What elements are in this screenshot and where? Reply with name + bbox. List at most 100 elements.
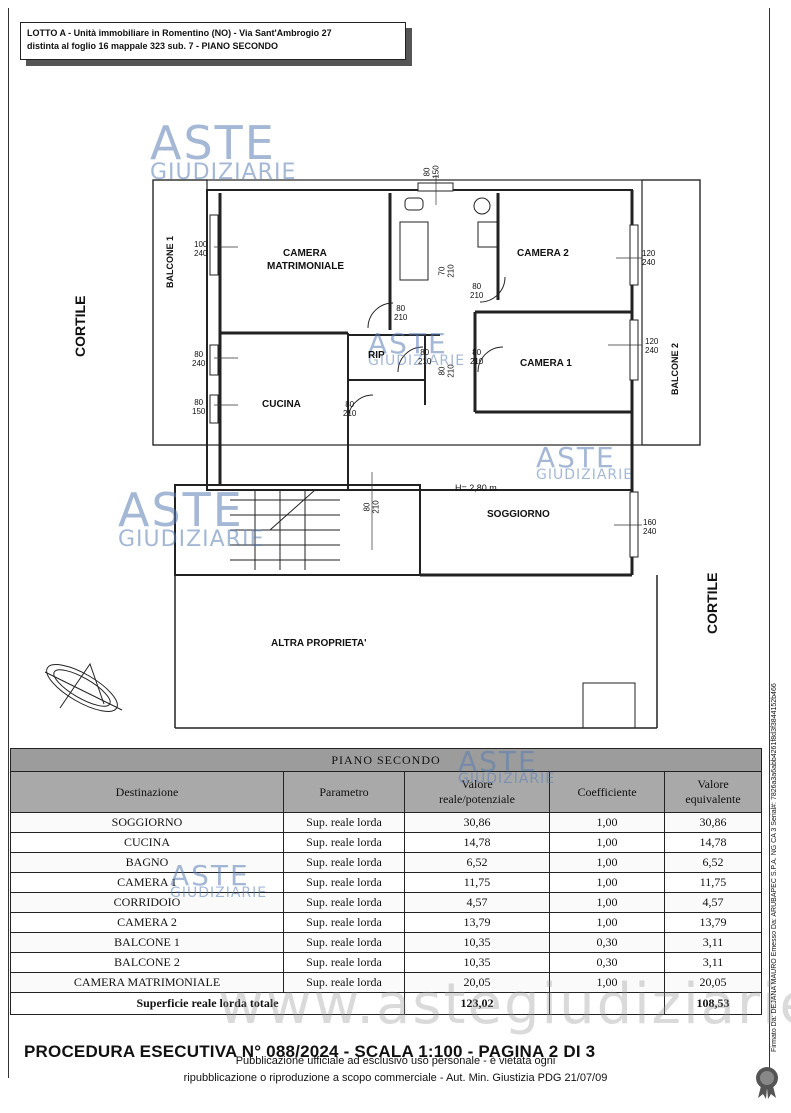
label-ripostiglio: RIP: [368, 350, 385, 361]
label-camera-matrimoniale-1: CAMERA: [283, 248, 327, 259]
label-camera-1: CAMERA 1: [520, 358, 572, 369]
total-value: 123,02: [404, 992, 550, 1015]
cell-coefficiente: 1,00: [549, 892, 665, 913]
col-parametro: Parametro: [283, 771, 405, 813]
cell-parametro: Sup. reale lorda: [283, 832, 405, 853]
cell-equivalente: 20,05: [664, 972, 762, 993]
floor-plan: [44, 175, 701, 729]
label-cucina: CUCINA: [262, 399, 301, 410]
cell-parametro: Sup. reale lorda: [283, 872, 405, 893]
header-line-2: distinta al foglio 16 mappale 323 sub. 7…: [27, 41, 279, 51]
cell-destinazione: CAMERA 2: [10, 912, 284, 933]
cell-equivalente: 4,57: [664, 892, 762, 913]
cell-valore: 11,75: [404, 872, 550, 893]
cell-valore: 30,86: [404, 812, 550, 833]
cell-parametro: Sup. reale lorda: [283, 812, 405, 833]
watermark-aste-6: ASTE GIUDIZIARIE: [458, 745, 556, 787]
cell-equivalente: 3,11: [664, 932, 762, 953]
cell-destinazione: CUCINA: [10, 832, 284, 853]
total-equivalent: 108,53: [664, 992, 762, 1015]
table-total-row: Superficie reale lorda totale 123,02 108…: [10, 992, 762, 1015]
watermark-aste-4: ASTE GIUDIZIARIE: [368, 327, 466, 369]
cell-destinazione: CORRIDOIO: [10, 892, 284, 913]
watermark-aste-3: ASTE GIUDIZIARIE: [118, 483, 265, 552]
cell-parametro: Sup. reale lorda: [283, 972, 405, 993]
cell-equivalente: 14,78: [664, 832, 762, 853]
cell-equivalente: 30,86: [664, 812, 762, 833]
cell-coefficiente: 1,00: [549, 812, 665, 833]
label-camera-2: CAMERA 2: [517, 248, 569, 259]
area-table: PIANO SECONDO Destinazione Parametro Val…: [10, 748, 762, 1015]
cell-parametro: Sup. reale lorda: [283, 932, 405, 953]
cell-valore: 13,79: [404, 912, 550, 933]
publication-notice-2: ripubblicazione o riproduzione a scopo c…: [183, 1072, 608, 1084]
footer-title: PROCEDURA ESECUTIVA N° 088/2024 - SCALA …: [24, 1042, 596, 1061]
cell-valore: 10,35: [404, 952, 550, 973]
label-altra-proprieta: ALTRA PROPRIETA': [271, 638, 367, 649]
watermark-aste-2: ASTE GIUDIZIARIE: [536, 441, 634, 483]
label-balcone-1: BALCONE 1: [165, 235, 175, 288]
cell-equivalente: 13,79: [664, 912, 762, 933]
cell-parametro: Sup. reale lorda: [283, 952, 405, 973]
digital-signature: Firmato Da: DEJANA MAURO Emesso Da: ARUB…: [771, 683, 778, 1052]
cell-parametro: Sup. reale lorda: [283, 852, 405, 873]
seal-icon: [756, 1067, 778, 1099]
cell-parametro: Sup. reale lorda: [283, 892, 405, 913]
total-label: Superficie reale lorda totale: [10, 992, 405, 1015]
col-coefficiente: Coefficiente: [549, 771, 665, 813]
balcone-1-outline: [152, 179, 208, 446]
cell-coefficiente: 0,30: [549, 932, 665, 953]
label-cortile-right: CORTILE: [704, 572, 720, 634]
cell-valore: 6,52: [404, 852, 550, 873]
label-balcone-2: BALCONE 2: [670, 342, 680, 395]
label-height: H= 2,80 m: [455, 483, 497, 493]
stairwell-outline: [174, 484, 421, 576]
watermark-aste-1: ASTE GIUDIZIARIE: [150, 116, 297, 185]
col-destinazione: Destinazione: [10, 771, 284, 813]
watermark-site: www.astegiudiziarie.it: [218, 972, 791, 1037]
table-section-title: PIANO SECONDO: [10, 748, 762, 772]
publication-notice-1: Pubblicazione ufficiale ad esclusivo uso…: [235, 1055, 556, 1067]
balcone-2-outline: [641, 179, 701, 446]
cell-destinazione: BAGNO: [10, 852, 284, 873]
label-camera-matrimoniale-2: MATRIMONIALE: [267, 261, 345, 272]
cell-coefficiente: 1,00: [549, 852, 665, 873]
cell-coefficiente: 0,30: [549, 952, 665, 973]
cell-parametro: Sup. reale lorda: [283, 912, 405, 933]
watermark-aste-5: ASTE GIUDIZIARIE: [170, 859, 268, 901]
cell-valore: 4,57: [404, 892, 550, 913]
cell-valore: 10,35: [404, 932, 550, 953]
label-cortile-left: CORTILE: [72, 295, 88, 357]
cell-destinazione: BALCONE 1: [10, 932, 284, 953]
cell-coefficiente: 1,00: [549, 872, 665, 893]
cell-valore: 14,78: [404, 832, 550, 853]
label-soggiorno: SOGGIORNO: [487, 509, 550, 520]
cell-destinazione: BALCONE 2: [10, 952, 284, 973]
header-line-1: LOTTO A - Unità immobiliare in Romentino…: [27, 28, 332, 38]
cell-coefficiente: 1,00: [549, 912, 665, 933]
header-box: LOTTO A - Unità immobiliare in Romentino…: [20, 22, 406, 60]
cell-equivalente: 6,52: [664, 852, 762, 873]
